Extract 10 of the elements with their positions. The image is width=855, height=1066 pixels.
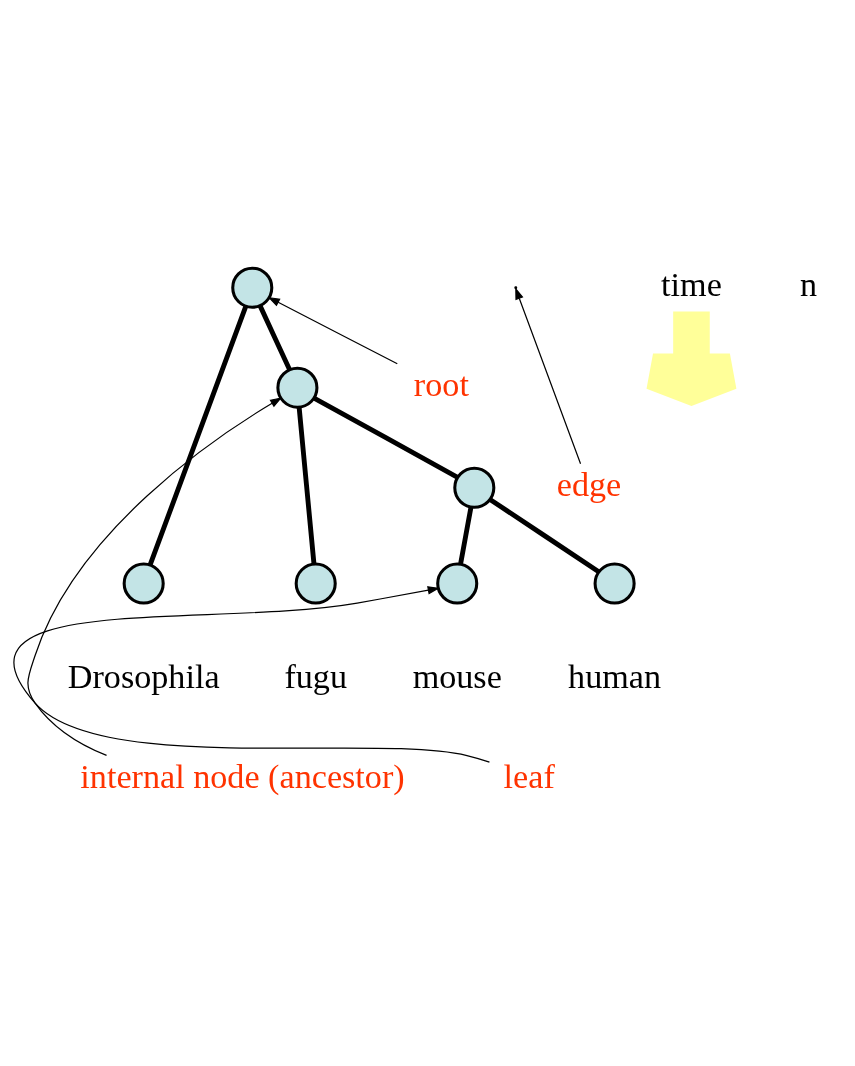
node-text: root xyxy=(413,365,469,403)
label: n xyxy=(800,265,818,303)
node-label: fugu xyxy=(284,657,348,695)
label: time xyxy=(661,265,722,303)
node-label: human xyxy=(568,657,662,695)
node-label: mouse xyxy=(412,657,502,695)
node-text: internal node (ancestor) xyxy=(80,757,405,795)
node-text: edge xyxy=(556,465,622,503)
node-text: leaf xyxy=(503,757,555,795)
node-label: Drosophila xyxy=(67,657,220,695)
